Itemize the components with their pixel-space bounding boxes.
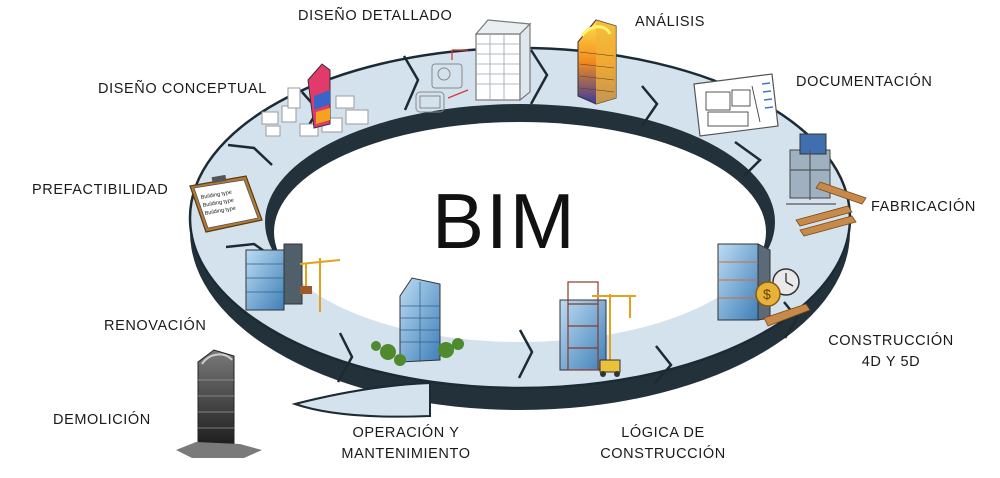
- label-diseno-detallado: DISEÑO DETALLADO: [298, 8, 453, 24]
- construction-4d-5d-illustration: $: [717, 243, 811, 327]
- construction-logic-illustration: [559, 281, 636, 377]
- clipboard-line: Building type: [204, 206, 236, 217]
- svg-text:$: $: [763, 286, 771, 302]
- ring-inner-hole: [274, 122, 766, 342]
- label-line: LÓGICA DE: [621, 425, 705, 441]
- analysis-heatmap-illustration: [577, 19, 617, 105]
- segment-dividers: [225, 49, 799, 384]
- center-title: BIM: [432, 177, 577, 265]
- label-prefactibilidad: PREFACTIBILIDAD: [32, 182, 169, 198]
- label-analisis: ANÁLISIS: [635, 14, 706, 30]
- label-line: CONSTRUCCIÓN: [828, 333, 954, 349]
- label-line: 4D Y 5D: [861, 354, 921, 370]
- label-line: CONSTRUCCIÓN: [600, 446, 726, 462]
- coin-icon: [755, 281, 781, 307]
- label-fabricacion: FABRICACIÓN: [871, 199, 976, 215]
- operation-maintenance-illustration: [371, 277, 464, 366]
- label-demolicion: DEMOLICIÓN: [53, 412, 151, 428]
- label-diseno-conceptual: DISEÑO CONCEPTUAL: [98, 81, 267, 97]
- label-operacion-mantenimiento: OPERACIÓN Y MANTENIMIENTO: [334, 423, 478, 465]
- ring-arrow-tail: [291, 381, 431, 418]
- clipboard-illustration: Building type Building type Building typ…: [189, 174, 263, 233]
- renovation-illustration: [245, 243, 341, 312]
- detailed-design-illustration: [415, 19, 532, 113]
- clipboard-line: Building type: [200, 190, 232, 201]
- fabrication-illustration: [786, 133, 867, 237]
- label-documentacion: DOCUMENTACIÓN: [796, 74, 933, 90]
- label-line: MANTENIMIENTO: [341, 446, 471, 462]
- label-line: OPERACIÓN Y: [352, 425, 460, 441]
- demolition-illustration: [176, 349, 262, 458]
- label-logica-construccion: LÓGICA DE CONSTRUCCIÓN: [593, 423, 733, 465]
- clipboard-line: Building type: [202, 198, 234, 209]
- documentation-plan-illustration: [693, 73, 779, 137]
- label-renovacion: RENOVACIÓN: [104, 318, 207, 334]
- conceptual-massing-illustration: [261, 63, 369, 137]
- label-construccion-4d-5d: CONSTRUCCIÓN 4D Y 5D: [824, 331, 958, 373]
